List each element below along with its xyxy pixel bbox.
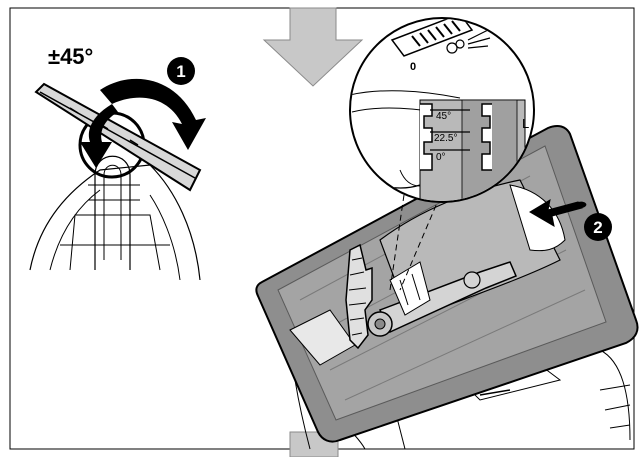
callout-pointer: [389, 194, 441, 291]
top-down-arrow: [262, 7, 364, 87]
angle-label: ±45°: [48, 44, 93, 69]
scale-mark-0: 0°: [436, 152, 446, 163]
jigsaw-body-outline: [29, 164, 201, 281]
side-letter: L: [522, 116, 529, 131]
right-view: 2: [255, 125, 639, 450]
saw-blade: [345, 243, 373, 350]
rotate-arrow-icon: [100, 78, 206, 150]
step-1-badge: 1: [167, 57, 195, 85]
left-view: [29, 78, 206, 281]
lever-mark-0: 0: [410, 61, 416, 73]
clamp-lever: [378, 261, 517, 333]
push-arrow-icon: [529, 198, 583, 227]
tilted-base-plate: [34, 82, 202, 192]
scale-mark-22-5: 22.5°: [434, 133, 457, 144]
svg-text:1: 1: [176, 62, 185, 81]
step-2-badge: 2: [584, 213, 612, 241]
svg-text:2: 2: [593, 218, 602, 237]
magnifier-callout: 0 45° 22.5° 0° L: [349, 17, 535, 203]
scale-mark-45: 45°: [436, 111, 451, 122]
blow-icon: [446, 29, 491, 54]
